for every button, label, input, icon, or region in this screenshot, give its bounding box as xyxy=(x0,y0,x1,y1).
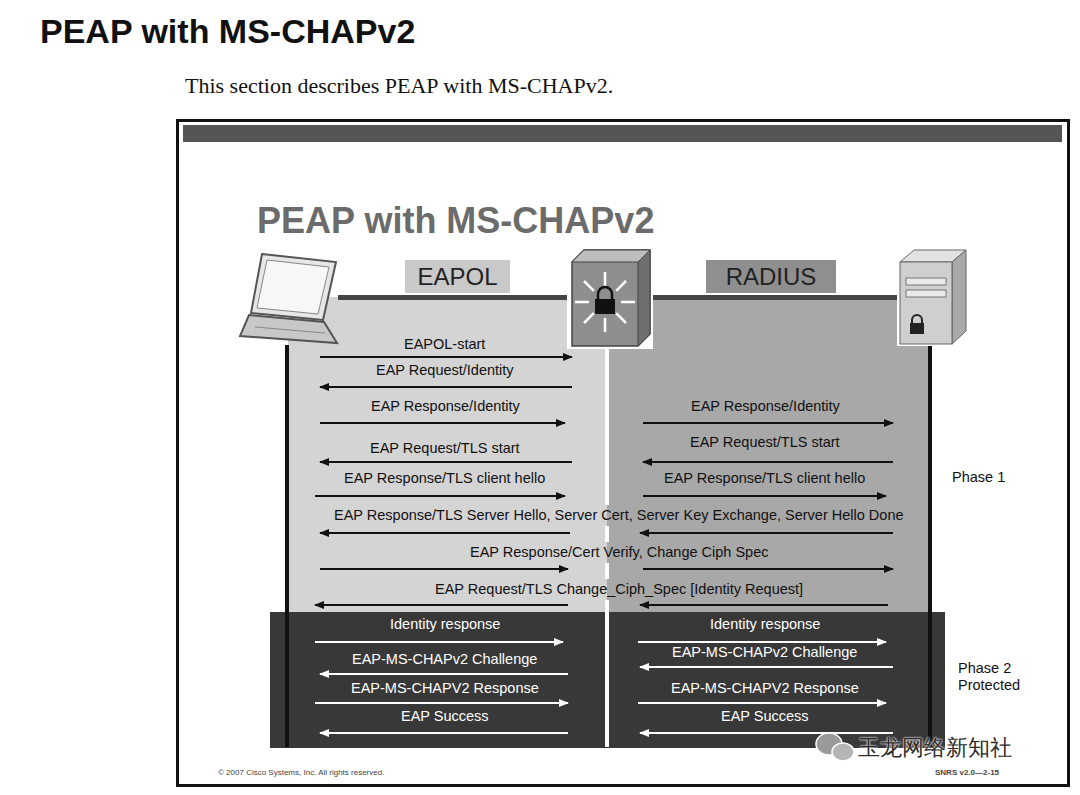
message-arrow xyxy=(320,673,568,675)
switch-arrow xyxy=(604,272,607,286)
message-label: EAP-MS-CHAPV2 Response xyxy=(351,680,539,697)
switch-top xyxy=(572,250,650,262)
message-arrow xyxy=(640,604,888,606)
message-label: EAP-MS-CHAPV2 Response xyxy=(671,680,859,697)
message-arrow xyxy=(643,422,893,424)
message-label: EAP Request/TLS Change_Ciph_Spec [Identi… xyxy=(435,581,803,598)
message-label: Identity response xyxy=(710,616,820,633)
slide-frame: PEAP with MS-CHAPv2EAPOL RADIUS xyxy=(176,119,1070,787)
chat-bubble xyxy=(832,743,854,761)
message-arrow xyxy=(638,702,886,704)
lifeline xyxy=(928,345,932,747)
message-label: EAP Response/Cert Verify, Change Ciph Sp… xyxy=(470,544,769,561)
message-label: EAP Response/Identity xyxy=(371,398,520,415)
message-arrow xyxy=(640,666,893,668)
copyright-note: © 2007 Cisco Systems, Inc. All rights re… xyxy=(218,768,384,777)
laptop-keys xyxy=(255,327,325,333)
message-arrow xyxy=(315,702,568,704)
watermark-icon xyxy=(816,733,854,761)
lock-body xyxy=(910,323,924,334)
server-front xyxy=(900,262,952,344)
switch-arrow xyxy=(621,301,635,304)
message-arrow xyxy=(320,461,572,463)
message-label: EAP Response/Identity xyxy=(691,398,840,415)
message-label: Identity response xyxy=(390,616,500,633)
laptop-screen xyxy=(257,260,329,314)
phase-label: Phase 1 xyxy=(952,469,1005,486)
protocol-name: EAPOL xyxy=(417,263,497,291)
slide-title: PEAP with MS-CHAPv2 xyxy=(257,200,654,242)
message-arrow xyxy=(320,356,572,358)
message-arrow xyxy=(315,495,565,497)
message-arrow xyxy=(320,732,568,734)
message-arrow xyxy=(315,604,568,606)
lock-shackle xyxy=(598,287,612,300)
server-icon xyxy=(897,248,969,346)
message-label: EAP Success xyxy=(401,708,489,725)
message-label: EAP Request/Identity xyxy=(376,362,514,379)
message-arrow xyxy=(320,422,565,424)
intro-text: This section describes PEAP with MS-CHAP… xyxy=(185,73,613,99)
message-label: EAP Success xyxy=(721,708,809,725)
server-ground xyxy=(897,248,969,346)
message-arrow xyxy=(638,641,886,643)
switch-arrow xyxy=(616,281,626,291)
switch-arrow xyxy=(575,301,589,304)
switch-icon xyxy=(567,247,653,349)
switch-ground xyxy=(567,247,653,349)
message-arrow xyxy=(643,495,886,497)
phase-label: Phase 2 Protected xyxy=(958,660,1032,694)
slide-top-bar xyxy=(183,125,1062,142)
protocol-label-box: EAPOL xyxy=(405,260,510,293)
lifeline xyxy=(605,563,609,579)
laptop-lid xyxy=(251,254,336,320)
message-label: EAP-MS-CHAPv2 Challenge xyxy=(672,644,857,661)
switch-arrow xyxy=(584,313,594,323)
server-side xyxy=(952,250,966,344)
watermark: 玉龙网络新知社 xyxy=(858,733,1012,763)
message-label: EAP Response/TLS client hello xyxy=(664,470,865,487)
lifeline xyxy=(605,600,609,747)
message-arrow xyxy=(320,568,568,570)
switch-arrow xyxy=(616,313,626,323)
message-label: EAP-MS-CHAPv2 Challenge xyxy=(352,651,537,668)
message-arrow xyxy=(640,732,893,734)
lock-shackle xyxy=(912,315,922,324)
protocol-label-box: RADIUS xyxy=(706,260,836,293)
laptop-icon xyxy=(240,254,337,343)
protocol-name: RADIUS xyxy=(726,263,817,291)
message-arrow xyxy=(320,532,570,534)
message-arrow xyxy=(315,641,563,643)
lifeline xyxy=(605,526,609,542)
message-label: EAP Response/TLS Server Hello, Server Ce… xyxy=(334,507,904,524)
lifeline xyxy=(605,348,609,505)
switch-body xyxy=(572,250,650,346)
page-heading: PEAP with MS-CHAPv2 xyxy=(40,12,415,51)
message-label: EAP Request/TLS start xyxy=(370,440,520,457)
message-label: EAP Request/TLS start xyxy=(690,434,840,451)
course-code: SNRS v2.0—2-15 xyxy=(935,768,999,777)
lock-body xyxy=(595,299,615,314)
server-drive xyxy=(906,290,946,297)
switch-arrow xyxy=(584,281,594,291)
message-arrow xyxy=(640,532,893,534)
message-arrow xyxy=(320,386,572,388)
message-label: EAP Response/TLS client hello xyxy=(344,470,545,487)
lifeline xyxy=(285,345,289,747)
message-arrow xyxy=(643,568,893,570)
message-arrow xyxy=(643,461,893,463)
switch-side xyxy=(638,250,650,346)
laptop-base xyxy=(240,315,337,343)
server-drive xyxy=(906,278,946,285)
message-label: EAPOL-start xyxy=(404,336,485,353)
switch-arrow xyxy=(604,318,607,332)
